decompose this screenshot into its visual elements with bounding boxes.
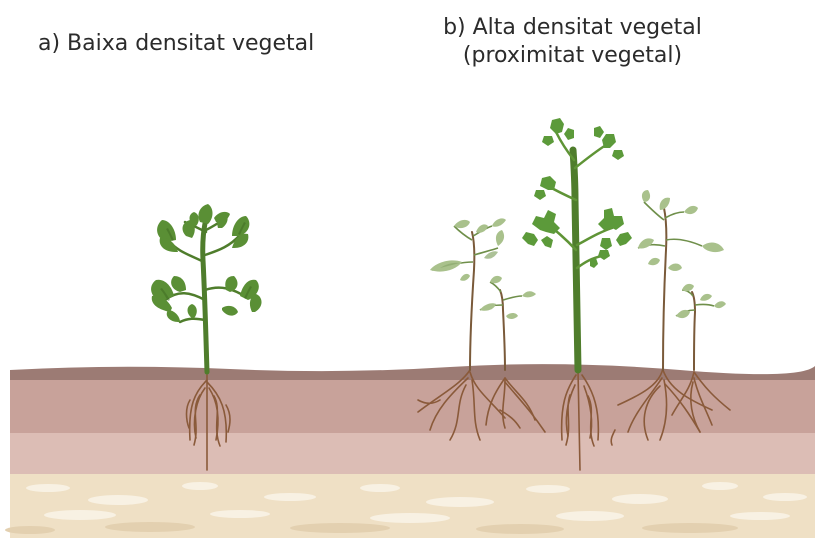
seedling-plant-icon (430, 218, 536, 370)
soil-band-upper (10, 380, 815, 434)
soil-band-lower (10, 433, 815, 475)
seedling-plant-icon (638, 190, 726, 370)
soil-layers (5, 364, 815, 538)
tomato-plant-icon (151, 204, 261, 372)
parsley-plant-icon (522, 118, 632, 370)
